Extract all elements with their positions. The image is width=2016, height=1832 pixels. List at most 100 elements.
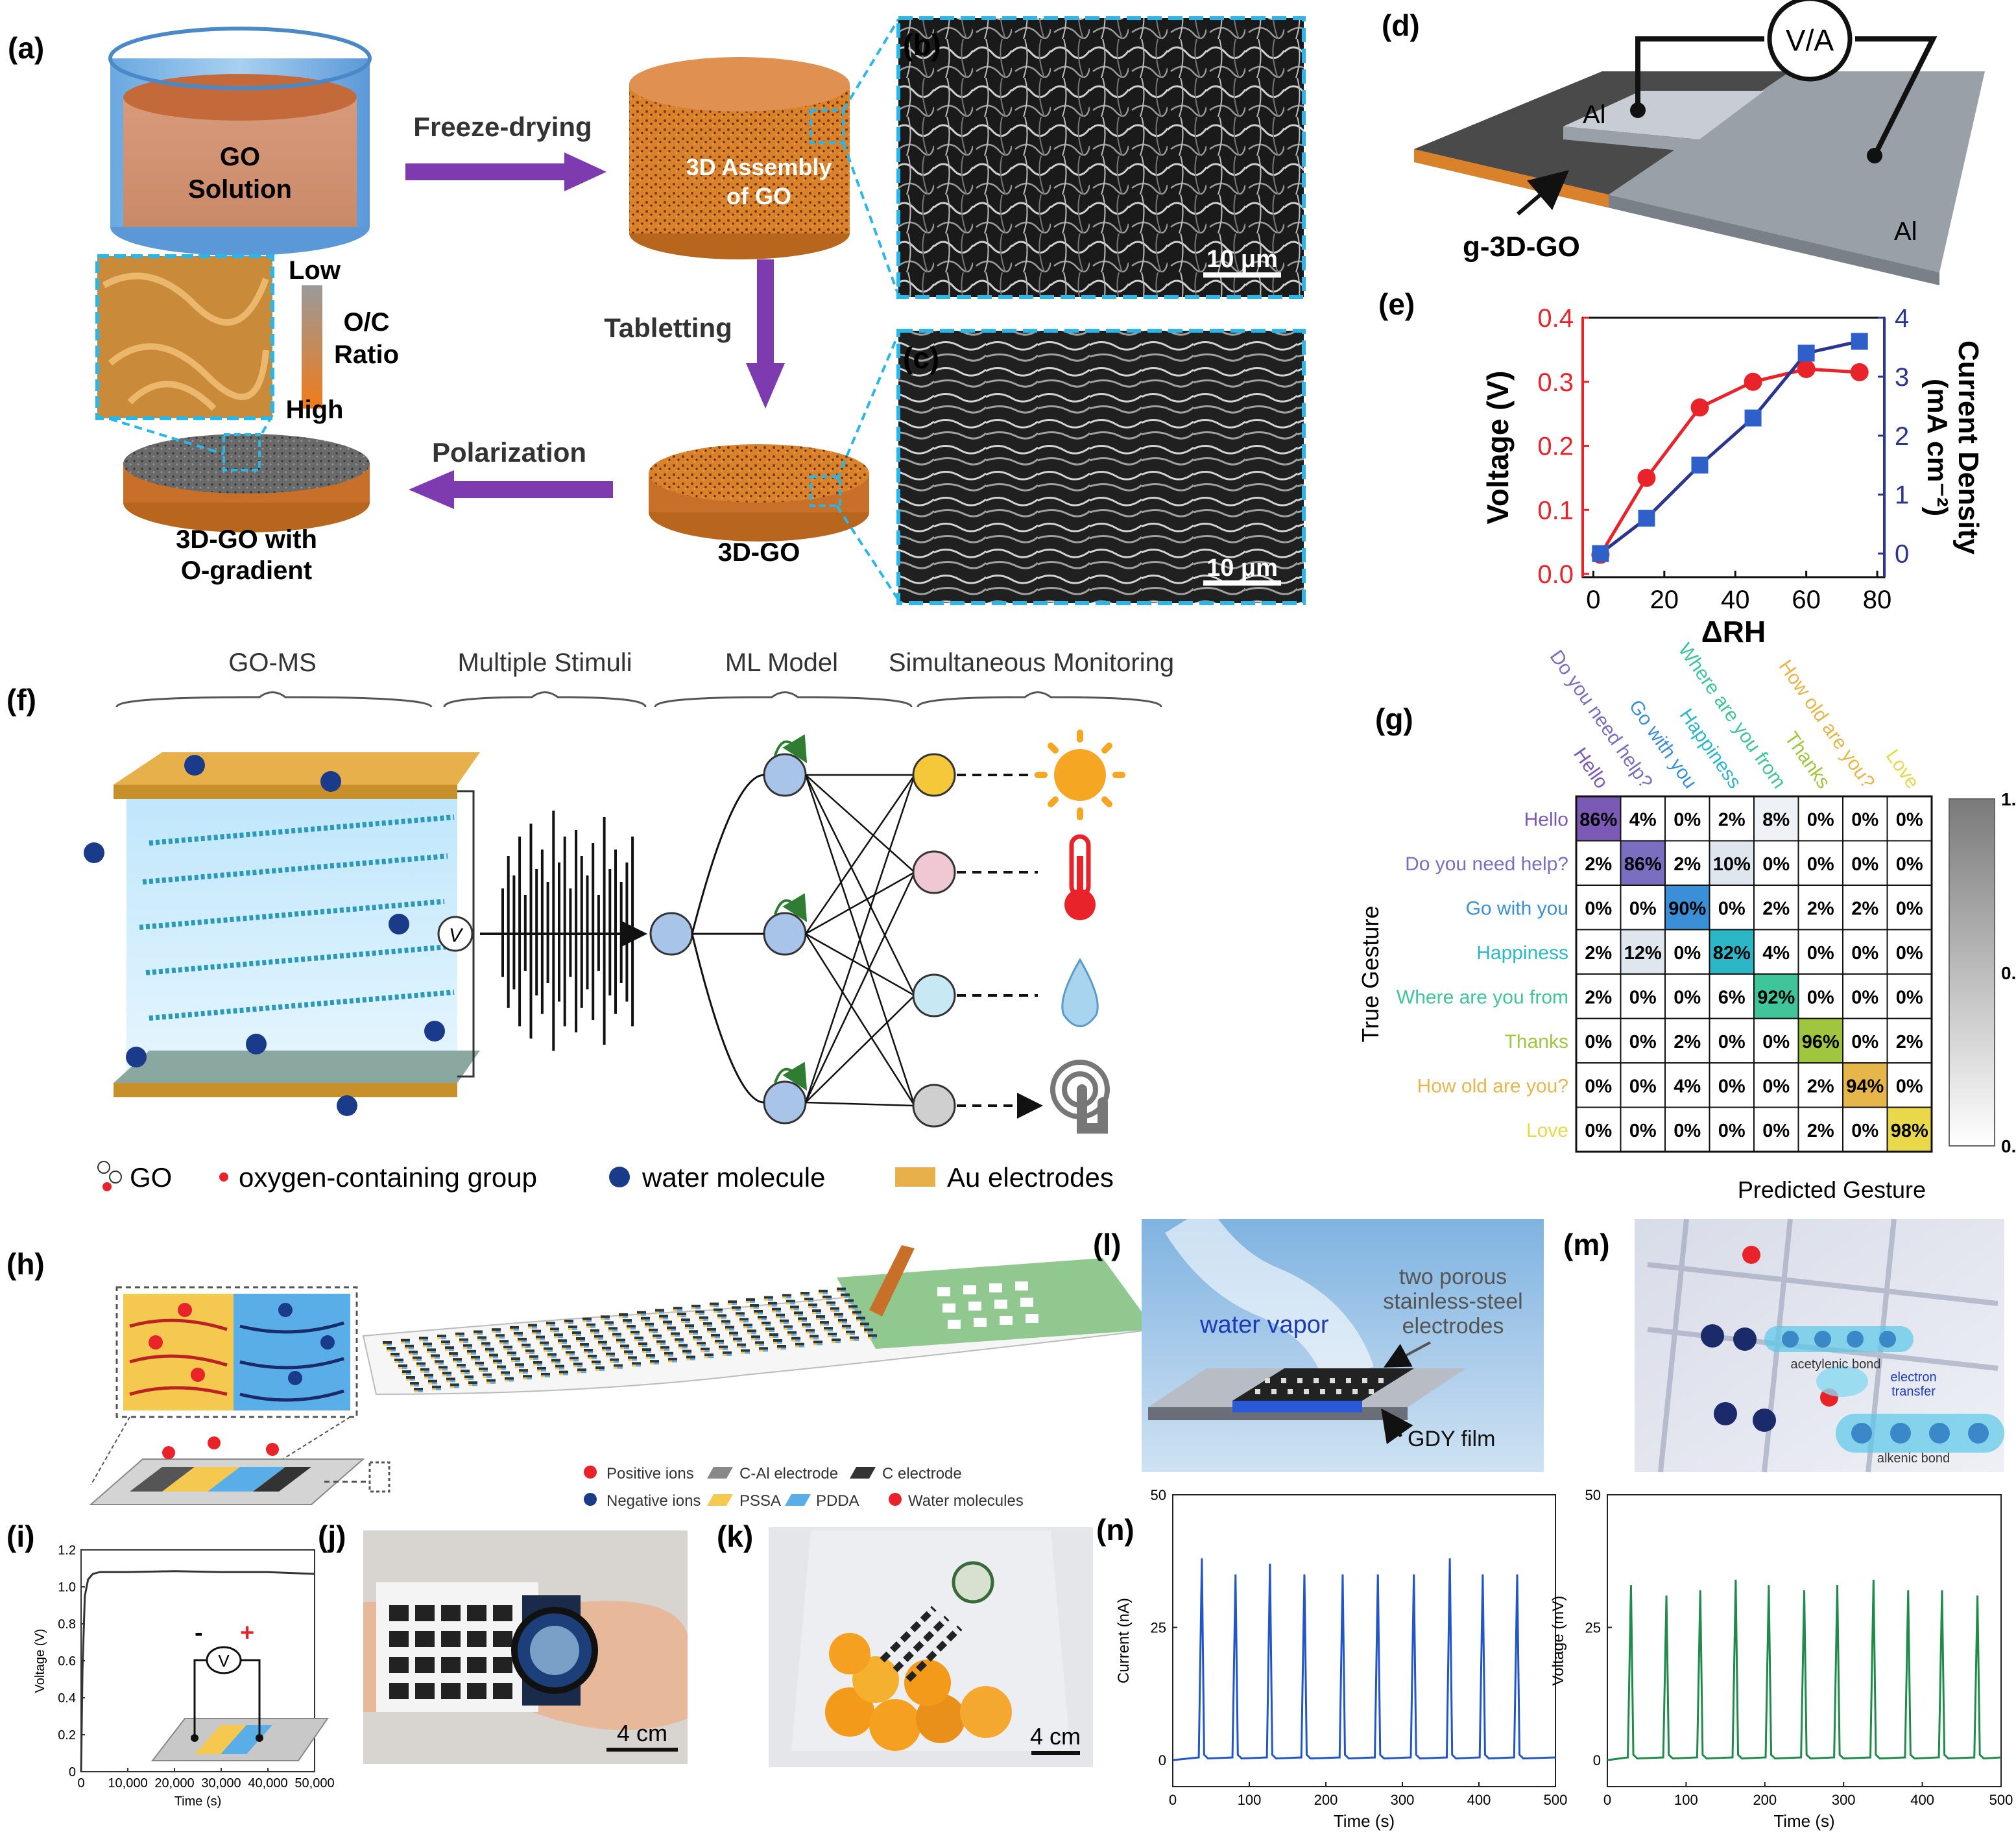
array-cell-c [768, 1302, 777, 1305]
array-cell-c [546, 1322, 555, 1325]
array-cell-pdda [773, 1336, 778, 1338]
array-cell-c [608, 1327, 618, 1330]
array-cell-pdda [475, 1358, 480, 1361]
array-cell-pdda [479, 1364, 484, 1366]
array-cell-c [446, 1377, 455, 1381]
array-cell-c [772, 1307, 781, 1311]
array-cell-c [414, 1388, 423, 1390]
array-cell-c [540, 1341, 549, 1344]
array-cell-pdda [642, 1345, 647, 1348]
heatmap-cell-value: 0% [1896, 987, 1923, 1008]
legend-water: water molecule [642, 1162, 825, 1193]
array-cell-pdda [798, 1314, 803, 1316]
panel-label-b: (b) [903, 28, 941, 62]
freeze-drying-label: Freeze-drying [413, 112, 592, 142]
array-pad [1000, 1316, 1013, 1325]
array-cell-c [486, 1379, 496, 1382]
array-cell-c [461, 1370, 470, 1373]
row-label: Do you need help? [1405, 853, 1568, 875]
heatmap-cell-value: 2% [1851, 898, 1878, 919]
array-cell-c [459, 1338, 468, 1341]
array-cell-pdda [576, 1334, 581, 1336]
array-cell-pdda [584, 1346, 589, 1348]
array-cell-c [485, 1348, 494, 1351]
array-cell-pdda [717, 1311, 723, 1313]
array-cell-pdda [511, 1354, 516, 1357]
heatmap-cell-value: 0% [1762, 1121, 1790, 1141]
array-cell-pdda [736, 1309, 741, 1311]
heatmap-cell [1886, 1062, 1932, 1108]
array-cell-pdda [544, 1344, 549, 1346]
array-cell-c [645, 1322, 654, 1326]
array-cell-pdda [784, 1322, 789, 1324]
array-cell-pdda [418, 1390, 423, 1392]
array-cell-c [547, 1353, 557, 1356]
heatmap-cell-value: 0% [1896, 898, 1923, 919]
array-cell-pdda [750, 1301, 755, 1303]
array-cell-c [729, 1331, 738, 1335]
x-tick-label: 100 [1674, 1792, 1698, 1808]
array-cell-pdda [558, 1336, 563, 1338]
array-cell-c [762, 1322, 771, 1324]
array-cell-c [401, 1338, 410, 1342]
array-cell-pdda [630, 1327, 636, 1330]
heatmap-cell [1842, 1017, 1888, 1064]
heatmap-cell-value: 90% [1668, 898, 1706, 919]
array-cell-c [619, 1313, 628, 1316]
array-cell-c [655, 1309, 664, 1312]
plot-frame [1172, 1494, 1556, 1787]
signal-trace [1607, 1579, 2002, 1761]
legend-c-al: C-Al electrode [739, 1465, 838, 1482]
array-cell-c [769, 1333, 778, 1336]
panel-label-m: (m) [1563, 1228, 1610, 1261]
array-cell-c [710, 1302, 719, 1305]
meter-icon [1767, 0, 1853, 82]
heatmap-cell [1620, 1062, 1666, 1108]
array-cell-c [820, 1321, 829, 1324]
array-cell-c [765, 1327, 774, 1330]
array-cell-pdda [654, 1362, 659, 1365]
array-cell-pdda [486, 1375, 492, 1378]
y-tick-label: 0.2 [1537, 433, 1574, 461]
heatmap-cell [1886, 1017, 1932, 1064]
array-cell-pdda [686, 1352, 691, 1355]
array-cell-pdda [485, 1344, 490, 1347]
array-cell-pdda [550, 1324, 555, 1327]
y-tick-label: 0 [1158, 1752, 1166, 1768]
heatmap-cell-value: 2% [1896, 1032, 1923, 1053]
x-tick-label: 100 [1238, 1792, 1262, 1808]
current-point [1592, 545, 1609, 562]
array-cell-pdda [714, 1305, 719, 1307]
x-tick-label: 400 [1910, 1792, 1934, 1808]
array-cell-c [387, 1347, 396, 1350]
y-tick-label: 0.3 [1537, 368, 1574, 397]
heatmap-cell [1709, 1062, 1755, 1108]
gdy-film-label: GDY film [1408, 1427, 1495, 1451]
array-cell-pdda [387, 1344, 392, 1346]
array-cell-pdda [711, 1330, 716, 1333]
array-cell-c [795, 1342, 804, 1346]
array-cell-pdda [581, 1371, 586, 1374]
array-cell-c [457, 1364, 466, 1367]
array-cell-c [808, 1303, 817, 1307]
electrodes-label-2: stainless-steel [1383, 1289, 1522, 1314]
array-cell-pdda [864, 1325, 869, 1327]
array-cell-pdda [699, 1313, 704, 1315]
array-cell-c [438, 1366, 448, 1369]
gradient-label: 3D-GO with [176, 525, 317, 554]
array-cell-pdda [636, 1364, 641, 1367]
oc-ratio-label: O/C [343, 308, 389, 337]
heatmap-cell-value: 0% [1896, 943, 1923, 964]
heatmap-cell [1576, 885, 1622, 931]
row-label: How old are you? [1417, 1075, 1568, 1097]
array-cell-c [852, 1311, 861, 1314]
heatmap-cell-value: 0% [1762, 1076, 1790, 1097]
array-cell-c [802, 1323, 811, 1326]
heatmap-cell-value: 0% [1762, 854, 1790, 875]
array-cell-pdda [791, 1333, 797, 1336]
array-cell-pdda [675, 1335, 680, 1337]
array-cell-pdda [733, 1334, 738, 1337]
array-cell-c [544, 1347, 553, 1350]
array-cell-c [598, 1340, 607, 1344]
plot-frame [1581, 316, 1886, 578]
